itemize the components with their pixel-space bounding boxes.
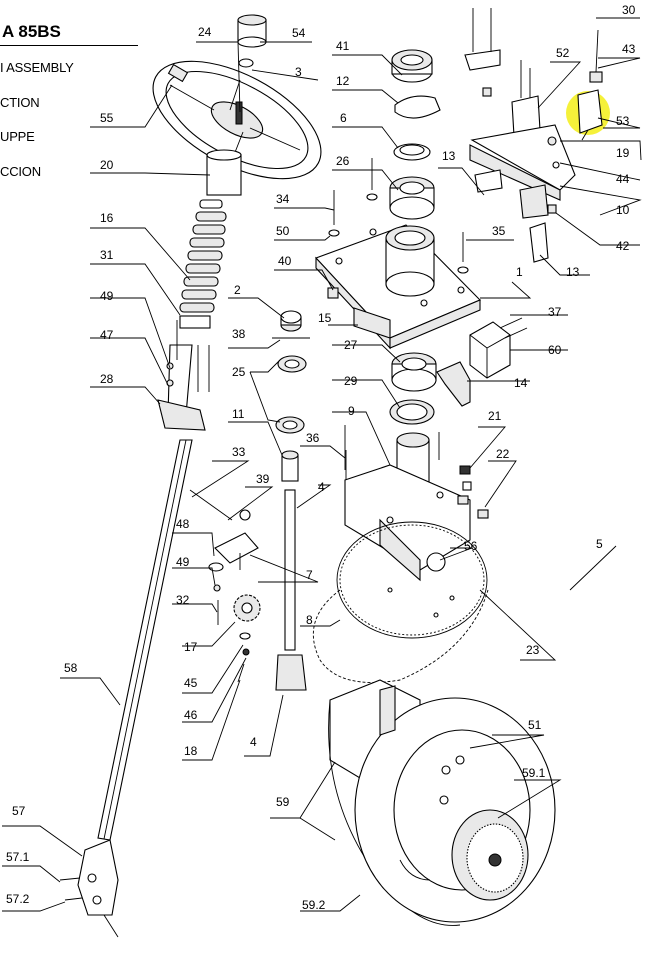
callout-35: 35 [492,224,506,238]
plate-bolts [327,158,469,299]
callout-50: 50 [276,224,290,238]
callout-43: 43 [622,42,636,56]
steering-wheel [152,60,322,196]
callout-23: 23 [526,643,540,657]
small-sprocket [233,594,261,683]
callout-53: 53 [616,114,630,128]
callout-57: 57 [12,804,26,818]
callout-22: 22 [496,447,510,461]
callout-49-upper: 49 [100,289,114,303]
small-bearings [272,310,310,434]
title-line-1: I ASSEMBLY [0,60,74,75]
callout-17: 17 [184,640,198,654]
callout-18: 18 [184,744,198,758]
callout-4-lower: 4 [250,735,257,749]
callout-57-2: 57.2 [6,892,30,906]
callout-55: 55 [100,111,114,125]
title-rule [0,45,138,46]
steering-column [59,344,206,938]
callout-37: 37 [548,305,562,319]
callout-4-upper: 4 [318,480,325,494]
drive-shaft [275,425,346,691]
page-title: A 85BS [2,22,61,41]
leader-lines [2,17,642,912]
callout-26: 26 [336,154,350,168]
callout-10: 10 [616,203,630,217]
callout-2: 2 [234,283,241,297]
callout-39: 39 [256,472,270,486]
callout-52: 52 [556,46,570,60]
callout-38: 38 [232,327,246,341]
pivot-bracket [436,317,528,407]
washer-3 [238,58,254,68]
callout-19: 19 [616,146,630,160]
bellows-boot [179,199,227,329]
callout-28: 28 [100,372,114,386]
callout-31: 31 [100,248,114,262]
drive-chain [312,589,489,683]
callout-40: 40 [278,254,292,268]
frame-plate [315,224,481,350]
callout-33: 33 [232,445,246,459]
main-sprocket [336,521,488,639]
callout-14: 14 [514,376,528,390]
title-line-4: CCION [0,164,41,179]
callout-9: 9 [348,404,355,418]
column-bolts [166,320,210,392]
callout-25: 25 [232,365,246,379]
callout-41: 41 [336,39,350,53]
callout-60: 60 [548,343,562,357]
callout-11: 11 [232,407,245,421]
callout-49-lower: 49 [176,555,190,569]
callout-59: 59 [276,795,290,809]
callout-13-upper: 13 [442,149,456,163]
callout-56: 56 [464,539,478,553]
hub-cap [237,14,267,48]
callout-6: 6 [340,111,347,125]
lower-housing [344,352,471,582]
callout-16: 16 [100,211,114,225]
callout-59-2: 59.2 [302,898,326,912]
callout-36: 36 [306,431,320,445]
callout-58: 58 [64,661,78,675]
callout-29: 29 [344,374,358,388]
callout-8: 8 [306,613,313,627]
callout-27: 27 [344,338,358,352]
callout-7: 7 [306,568,313,582]
clips [457,465,489,519]
callout-34: 34 [276,192,290,206]
callout-46: 46 [184,708,198,722]
callout-1: 1 [516,265,523,279]
callout-15: 15 [318,311,332,325]
callout-labels: 30 43 52 53 19 44 10 42 13 13 24 54 3 41… [6,3,636,912]
callout-59-1: 59.1 [522,766,546,780]
callout-12: 12 [336,74,350,88]
callout-42: 42 [616,239,630,253]
title-line-3: UPPE [0,129,35,144]
callout-54: 54 [292,26,306,40]
callout-21: 21 [488,409,502,423]
callout-57-1: 57.1 [6,850,30,864]
callout-47: 47 [100,328,114,342]
callout-13-lower: 13 [566,265,580,279]
callout-44: 44 [616,172,630,186]
callout-32: 32 [176,593,190,607]
callout-24: 24 [198,25,212,39]
callout-5: 5 [596,537,603,551]
callout-45: 45 [184,676,198,690]
idler-arm [189,489,259,625]
bearing-stack-upper [389,49,441,220]
bracket-assembly [464,8,603,263]
title-line-2: CTION [0,95,40,110]
handle-tube [501,437,577,667]
callout-30: 30 [622,3,636,17]
callout-51: 51 [528,718,542,732]
drive-motor [328,679,556,926]
callout-20: 20 [100,158,114,172]
callout-3: 3 [295,65,302,79]
callout-48: 48 [176,517,190,531]
